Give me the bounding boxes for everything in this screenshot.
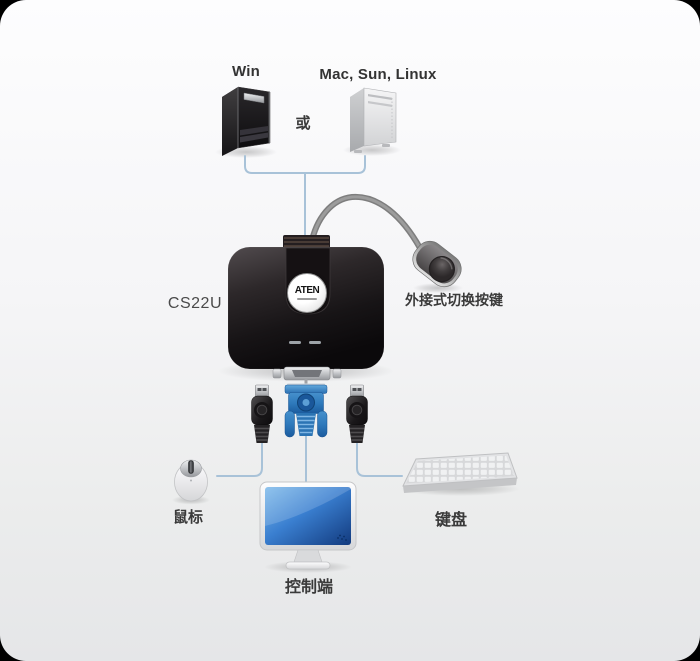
- line-usb-to-keyboard: [356, 442, 403, 477]
- label-win-computer: Win: [232, 63, 260, 80]
- label-or: 或: [295, 115, 311, 132]
- port1-led: [289, 341, 301, 344]
- aten-logo: ATEN: [287, 273, 327, 313]
- line-computers-bracket: [244, 155, 366, 174]
- aten-logo-text: ATEN: [294, 284, 320, 297]
- keyboard-icon: [402, 452, 518, 493]
- usb-connector-icon: [251, 384, 273, 443]
- mouse-icon: [174, 459, 208, 502]
- line-usb-to-mouse: [216, 442, 263, 477]
- label-mac-sun-linux-computer: Mac, Sun, Linux: [319, 66, 437, 83]
- monitor-icon: [259, 481, 357, 570]
- label-console: 控制端: [284, 579, 333, 596]
- remote-switch-button-icon: [412, 240, 462, 288]
- aten-logo-tagline: [297, 298, 317, 300]
- label-device-model: CS22U: [167, 295, 222, 312]
- vga-connector-icon: [284, 379, 328, 438]
- usb-connector-icon: [346, 384, 368, 443]
- label-keyboard: 键盘: [434, 512, 467, 529]
- label-remote-switch-button: 外接式切换按键: [405, 292, 503, 308]
- mac-tower-icon: [350, 87, 397, 153]
- port2-led: [309, 341, 321, 344]
- label-mouse: 鼠标: [172, 509, 203, 526]
- remote-button-cable: [308, 193, 423, 251]
- win-tower-icon: [222, 86, 271, 156]
- connection-lines: [216, 155, 403, 485]
